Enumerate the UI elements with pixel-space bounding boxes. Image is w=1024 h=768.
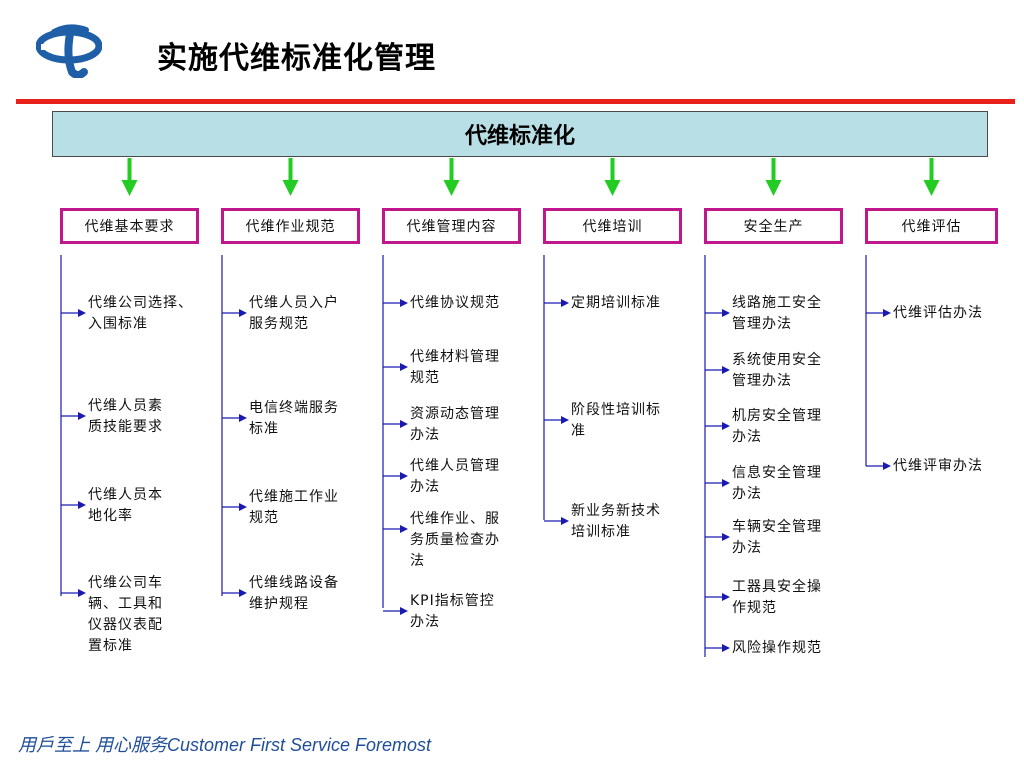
category-box-2: 代维作业规范: [221, 208, 360, 244]
standard-item: 代维材料管理规范: [410, 349, 500, 386]
standard-item: 风险操作规范: [732, 640, 822, 656]
standard-item: 工器具安全操作规范: [732, 579, 822, 616]
standard-item: KPI指标管控办法: [410, 593, 495, 630]
category-box-4: 代维培训: [543, 208, 682, 244]
standard-item: 新业务新技术培训标准: [571, 503, 661, 540]
standard-item: 电信终端服务标准: [249, 400, 339, 437]
category-box-1: 代维基本要求: [60, 208, 199, 244]
page-title: 实施代维标准化管理: [157, 41, 436, 76]
title-divider: [16, 99, 1015, 104]
standard-item: 代维施工作业规范: [249, 489, 339, 526]
standard-item: 定期培训标准: [571, 295, 661, 311]
banner-standardization: 代维标准化: [52, 111, 988, 157]
category-box-5: 安全生产: [704, 208, 843, 244]
standard-item: 代维协议规范: [410, 295, 500, 311]
standard-item: 代维公司选择、入围标准: [88, 295, 193, 332]
china-telecom-logo: [36, 24, 102, 78]
standard-item: 线路施工安全管理办法: [732, 295, 822, 332]
standard-item: 代维人员入户服务规范: [249, 295, 339, 332]
standard-item: 代维人员管理办法: [410, 458, 500, 495]
standard-item: 资源动态管理办法: [410, 406, 500, 443]
category-box-6: 代维评估: [865, 208, 998, 244]
standard-item: 机房安全管理办法: [732, 408, 822, 445]
standard-item: 系统使用安全管理办法: [732, 352, 822, 389]
standard-item: 代维人员本地化率: [88, 487, 163, 524]
standard-item: 代维作业、服务质量检查办法: [410, 511, 500, 569]
banner-label: 代维标准化: [464, 124, 575, 149]
standard-item: 代维评审办法: [893, 458, 983, 474]
standard-item: 车辆安全管理办法: [732, 519, 822, 556]
standard-item: 代维评估办法: [893, 305, 983, 321]
standard-item: 信息安全管理办法: [732, 465, 822, 502]
category-box-3: 代维管理内容: [382, 208, 521, 244]
standard-item: 代维人员素质技能要求: [88, 398, 163, 435]
standard-item: 代维公司车辆、工具和仪器仪表配置标准: [88, 575, 163, 654]
standard-item: 阶段性培训标准: [571, 402, 661, 439]
footer-slogan: 用戶至上 用心服务Customer First Service Foremost: [18, 735, 432, 755]
standard-item: 代维线路设备维护规程: [249, 575, 339, 612]
